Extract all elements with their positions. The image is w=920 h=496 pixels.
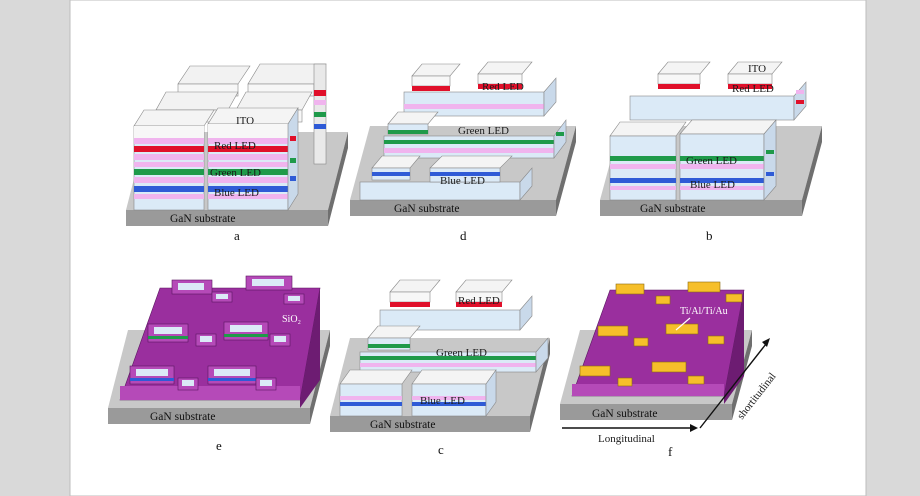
substrate-label: GaN substrate: [592, 408, 657, 420]
label-metal-stack: Ti/Al/Ti/Au: [680, 306, 728, 317]
substrate-front: [108, 408, 310, 424]
label-sio2: SiO₂: [282, 314, 301, 325]
label-blue-led: Blue LED: [440, 175, 485, 187]
panel-b: ITO Red LED Green LED Blue LED GaN subst…: [600, 61, 822, 243]
panel-f: Ti/Al/Ti/Au GaN substrate Longitudinal s…: [560, 281, 779, 459]
substrate-side: [802, 126, 822, 216]
panel-a: ITO Red LED Green LED Blue LED GaN subst…: [126, 63, 348, 243]
substrate-label: GaN substrate: [150, 411, 215, 423]
panel-letter: e: [216, 438, 222, 453]
label-blue-led: Blue LED: [420, 395, 465, 407]
label-green-led: Green LED: [436, 347, 487, 359]
panel-letter: c: [438, 442, 444, 457]
substrate-label: GaN substrate: [370, 419, 435, 431]
stack-front-right: [207, 106, 299, 212]
substrate-front: [126, 210, 328, 226]
substrate-label: GaN substrate: [640, 203, 705, 215]
panel-e: SiO₂ GaN substrate e: [108, 275, 330, 453]
label-red-led: Red LED: [458, 295, 500, 307]
substrate-front: [330, 416, 530, 432]
longitudinal-arrowhead: [690, 424, 698, 432]
substrate-label: GaN substrate: [394, 203, 459, 215]
label-green-led: Green LED: [458, 125, 509, 137]
stack-back-right: [247, 63, 327, 165]
panel-letter: f: [668, 444, 673, 459]
label-green-led: Green LED: [686, 155, 737, 167]
stack-front-left: [133, 109, 215, 211]
substrate-side: [328, 132, 348, 226]
substrate-front: [560, 404, 732, 420]
panel-letter: a: [234, 228, 240, 243]
label-red-led: Red LED: [214, 140, 256, 152]
panel-letter: b: [706, 228, 713, 243]
label-red-led: Red LED: [732, 83, 774, 95]
label-ito: ITO: [236, 115, 254, 127]
label-blue-led: Blue LED: [690, 179, 735, 191]
panel-c: Red LED Green LED Blue LED GaN substrate…: [330, 279, 550, 457]
substrate-front: [350, 200, 556, 216]
shortitudinal-arrow: [699, 343, 767, 429]
label-red-led: Red LED: [482, 81, 524, 93]
panel-d: Red LED Green LED Blue LED GaN substrate…: [350, 61, 576, 243]
panel-letter: d: [460, 228, 467, 243]
shortitudinal-arrowhead: [762, 338, 770, 347]
label-green-led: Green LED: [210, 167, 261, 179]
label-longitudinal: Longitudinal: [598, 433, 655, 445]
substrate-label: GaN substrate: [170, 213, 235, 225]
metal-pointer-arrow: [675, 317, 691, 331]
substrate-side: [556, 126, 576, 216]
substrate-front: [600, 200, 802, 216]
label-ito: ITO: [748, 63, 766, 75]
label-blue-led: Blue LED: [214, 187, 259, 199]
